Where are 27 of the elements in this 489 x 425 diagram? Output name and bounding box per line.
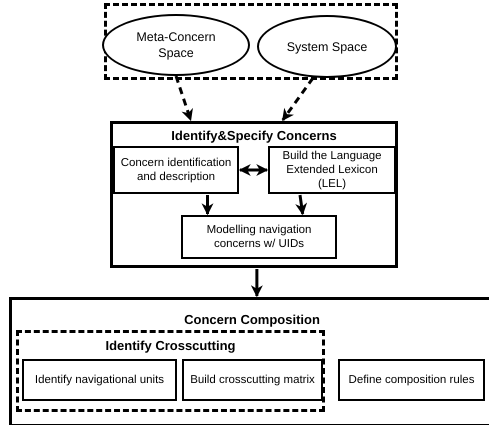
arrow [238,164,268,176]
arrow [295,194,308,216]
process-box [268,146,396,194]
node-label: System Space [286,38,368,54]
arrow [202,195,214,216]
node-label: Define composition rules [348,373,474,387]
process-panel [9,297,489,425]
arrow [282,77,314,121]
dashed-group [104,3,398,80]
process-panel [110,121,398,268]
node-label: Modelling navigation concerns w/ UIDs [206,223,312,251]
arrow [250,269,263,298]
node-label: Meta-Concern Space [135,29,217,61]
arrow [174,76,193,122]
group-heading: Concern Composition [184,312,320,327]
node-label: Build the Language Extended Lexicon (LEL) [281,149,383,191]
process-box [181,215,337,259]
group-heading: Identify Crosscutting [105,338,236,353]
process-box [338,359,485,401]
process-box [22,359,177,401]
node-label: Concern identification and description [120,156,232,184]
node-label: Identify navigational units [34,373,164,387]
group-heading: Identify&Specify Concerns [171,128,337,143]
process-box [113,146,239,194]
dashed-group [16,330,325,412]
process-box [182,359,323,401]
node-label: Build crosscutting matrix [190,373,315,387]
